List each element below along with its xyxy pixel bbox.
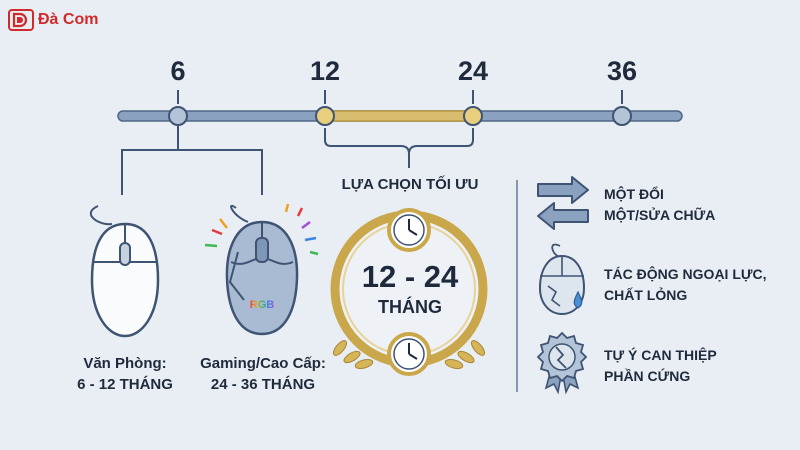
office-caption-line1: Văn Phòng: <box>83 355 167 372</box>
optimal-choice-label: LỰA CHỌN TỐI ƯU <box>341 176 479 193</box>
rgb-badge-text: RGB <box>249 299 275 311</box>
cracked-mouse-liquid-icon <box>538 243 586 316</box>
tick-label-12: 12 <box>309 56 341 86</box>
optimal-bracket <box>324 128 474 168</box>
factor-line2: MỘT/SỬA CHỮA <box>604 207 716 223</box>
factor-item-hardware-tamper: TỰ Ý CAN THIỆP PHẦN CỨNG <box>604 345 794 387</box>
clock-icon <box>387 332 431 376</box>
factor-item-exchange: MỘT ĐỔI MỘT/SỬA CHỮA <box>604 184 794 226</box>
gaming-caption-line2: 24 - 36 THÁNG <box>210 376 316 393</box>
logo-text: Đà Com <box>38 11 99 28</box>
gaming-mouse-icon <box>204 203 319 336</box>
gaming-caption-line1: Gaming/Cao Cấp: <box>200 355 326 372</box>
factor-line1: MỘT ĐỔI <box>604 186 664 202</box>
tick-dot-highlight <box>463 106 483 126</box>
office-mouse-icon <box>89 205 160 338</box>
tick-dot-highlight <box>315 106 335 126</box>
office-gaming-bracket <box>121 126 263 195</box>
factor-line2: CHẤT LỎNG <box>604 287 688 303</box>
office-caption: Văn Phòng: 6 - 12 THÁNG <box>62 353 188 395</box>
clock-icon <box>387 208 431 252</box>
tick-label-24: 24 <box>457 56 489 86</box>
logo-mark-icon <box>8 9 34 31</box>
logo[interactable]: Đà Com <box>8 9 98 31</box>
tick-dot <box>612 106 632 126</box>
timeline-highlight-segment <box>324 110 474 122</box>
rgb-badge: RGB <box>244 299 280 311</box>
optimal-range-value: 12 - 24 <box>361 259 459 294</box>
factor-line2: PHẦN CỨNG <box>604 368 691 384</box>
tick-label-36: 36 <box>606 56 638 86</box>
exchange-arrows-icon <box>537 176 589 230</box>
factor-line1: TỰ Ý CAN THIỆP <box>604 347 717 363</box>
factor-item-physical-damage: TÁC ĐỘNG NGOẠI LỰC, CHẤT LỎNG <box>604 264 794 306</box>
gaming-caption: Gaming/Cao Cấp: 24 - 36 THÁNG <box>190 353 336 395</box>
factor-line1: TÁC ĐỘNG NGOẠI LỰC, <box>604 266 767 282</box>
tick-dot <box>168 106 188 126</box>
tick-label-6: 6 <box>170 56 186 86</box>
optimal-range-unit: THÁNG <box>378 297 442 317</box>
broken-seal-icon <box>536 331 588 395</box>
office-caption-line2: 6 - 12 THÁNG <box>77 376 173 393</box>
